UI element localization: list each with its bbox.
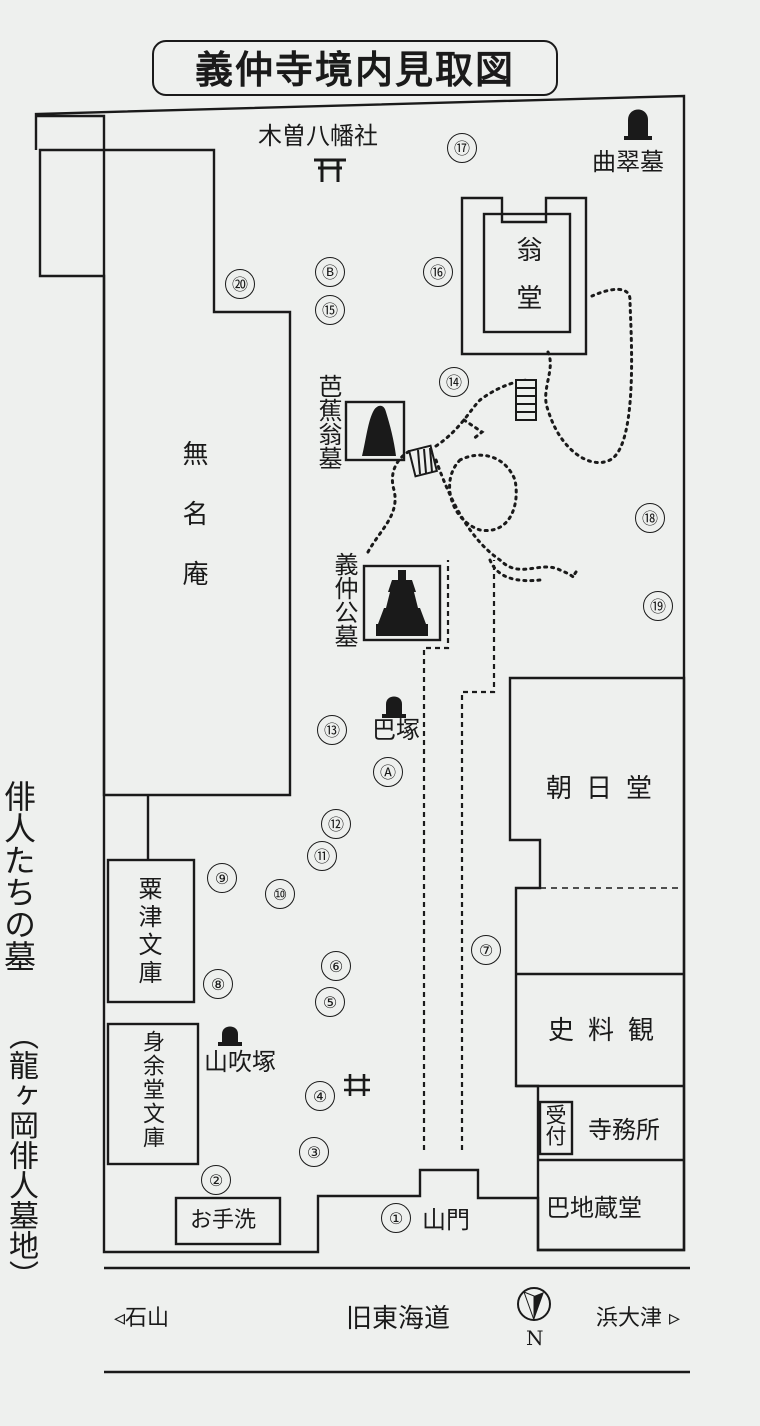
path-east (460, 560, 496, 1150)
marker-15: ⑮ (315, 295, 345, 325)
pond-path-7 (462, 418, 485, 442)
marker-a: Ⓐ (373, 757, 403, 787)
marker-20: ⑳ (225, 269, 255, 299)
shinyodo-bunko-outline (106, 1022, 200, 1166)
marker-6: ⑥ (321, 951, 351, 981)
marker-11: ⑪ (307, 841, 337, 871)
marker-12: ⑫ (321, 809, 351, 839)
yoshinaka-grave-frame (362, 564, 442, 642)
marker-3: ③ (299, 1137, 329, 1167)
marker-18: ⑱ (635, 503, 665, 533)
tomoezuka-label: 巴塚 (372, 716, 420, 744)
tomoe-jizodo-label: 巴地蔵堂 (546, 1194, 642, 1222)
marker-8: ⑧ (203, 969, 233, 999)
yoshinaka-pagoda-icon (376, 570, 428, 636)
map-title: 義仲寺境内見取図 (152, 40, 558, 96)
marker-10: ⑩ (265, 879, 295, 909)
asahido-label: 朝日堂 (546, 774, 667, 804)
north-label: N (526, 1326, 544, 1350)
otearai-label: お手洗 (190, 1208, 257, 1233)
pond-path-3 (544, 287, 634, 465)
sanmon-label: 山門 (422, 1206, 470, 1234)
yamabukizuka-icon (222, 1026, 238, 1044)
marker-1: ① (381, 1203, 411, 1233)
marker-16: ⑯ (423, 257, 453, 287)
road-left-label: ◃石山 (114, 1306, 170, 1331)
kurozu-bunko-label: 粟津文庫 (134, 876, 162, 988)
okinado-label: 翁堂 (512, 236, 542, 332)
uketsuke-label: 受付 (543, 1104, 567, 1146)
marker-5: ⑤ (315, 987, 345, 1017)
okinado-inner (482, 212, 572, 334)
marker-14: ⑭ (439, 367, 469, 397)
marker-17: ⑰ (447, 133, 477, 163)
marker-19: ⑲ (643, 591, 673, 621)
mumeian-label: 無名庵 (178, 440, 208, 620)
marker-2: ② (201, 1165, 231, 1195)
marker-b: Ⓑ (315, 257, 345, 287)
well-icon (344, 1074, 370, 1096)
pond-path-4 (448, 453, 518, 532)
pond-path-6 (488, 558, 542, 583)
kurozu-bunko-outline (106, 858, 196, 1004)
yamabukizuka-label: 山吹塚 (204, 1048, 276, 1076)
kyokusui-grave-icon (628, 109, 648, 138)
east-buildings (508, 676, 686, 1252)
yoshinaka-haka-label: 義仲公墓 (330, 552, 358, 648)
pond-path-1 (366, 448, 414, 554)
north-compass-icon (517, 1287, 551, 1321)
side-sublabel: （龍ヶ岡俳人墓地） (3, 1020, 38, 1290)
path-west (422, 560, 450, 1150)
road-right-label: 浜大津 ▹ (596, 1306, 681, 1331)
basho-grave-icon (362, 405, 396, 456)
shinyodo-bunko-label: 身余堂文庫 (139, 1030, 164, 1150)
road-name-label: 旧東海道 (346, 1304, 451, 1334)
marker-7: ⑦ (471, 935, 501, 965)
side-label: 俳人たちの墓 (0, 780, 37, 972)
kyokusui-haka-label: 曲翠墓 (592, 148, 664, 176)
basho-haka-label: 芭蕉翁墓 (314, 374, 342, 470)
basho-grave-frame (344, 400, 406, 462)
otearai-outline (174, 1196, 282, 1246)
kiso-hachiman-label: 木曽八幡社 (258, 122, 378, 150)
marker-13: ⑬ (317, 715, 347, 745)
shiryokan-label: 史料観 (548, 1016, 669, 1046)
torii-icon (314, 158, 346, 182)
marker-9: ⑨ (207, 863, 237, 893)
marker-4: ④ (305, 1081, 335, 1111)
uketsuke-box (538, 1100, 574, 1156)
tomoezuka-icon (386, 696, 402, 716)
jimusho-label: 寺務所 (588, 1116, 660, 1144)
mumeian-outline (38, 148, 292, 797)
okinado-outer (460, 196, 588, 356)
bridge-2 (515, 379, 537, 421)
pond-path-5 (434, 458, 578, 579)
